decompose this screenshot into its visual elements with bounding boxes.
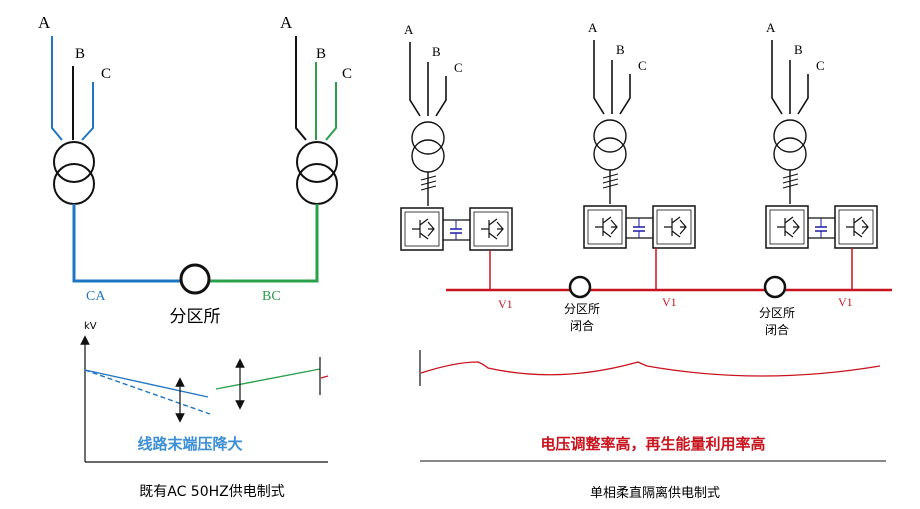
chart-y-unit: kV bbox=[84, 321, 97, 332]
left-transformer-1: A B C bbox=[38, 13, 180, 283]
u2-phase-b: B bbox=[616, 42, 625, 57]
right-substation-1: 分区所 闭合 bbox=[564, 275, 600, 333]
u3-phase-b: B bbox=[794, 42, 803, 57]
left-transformer-2: A B C bbox=[210, 13, 352, 283]
u1-phase-b: B bbox=[432, 44, 441, 59]
u3-phase-c: C bbox=[816, 58, 825, 73]
left-t1-phase-a: A bbox=[38, 13, 51, 32]
u2-v1-label: V1 bbox=[662, 295, 677, 309]
right-substation-2: 分区所 闭合 bbox=[759, 275, 795, 337]
right-unit-2: A B C V1 bbox=[583, 20, 696, 309]
u3-phase-a: A bbox=[766, 20, 776, 35]
sub1-line2: 闭合 bbox=[570, 318, 594, 333]
u1-v1-label: V1 bbox=[498, 297, 513, 311]
left-t2-phase-b: B bbox=[316, 46, 326, 62]
left-t2-phase-a: A bbox=[280, 13, 293, 32]
u1-phase-a: A bbox=[404, 22, 414, 37]
right-system: A B C V1 bbox=[400, 20, 892, 501]
left-voltage-chart: kV 线路末端压降大 bbox=[80, 321, 329, 463]
label-ca: CA bbox=[86, 289, 106, 304]
left-t1-phase-c: C bbox=[101, 66, 111, 82]
right-voltage-profile: 电压调整率高，再生能量利用率高 bbox=[419, 350, 886, 462]
chart-line-blue-dashed bbox=[84, 369, 211, 415]
sub1-line1: 分区所 bbox=[564, 302, 600, 316]
u1-phase-c: C bbox=[454, 60, 463, 75]
left-t2-phase-c: C bbox=[342, 66, 352, 82]
left-t1-phase-b: B bbox=[75, 46, 85, 62]
left-system: A B C A B C 分区所 CA BC kV bbox=[38, 13, 352, 500]
sub2-line2: 闭合 bbox=[765, 322, 789, 337]
u2-phase-c: C bbox=[638, 58, 647, 73]
label-bc: BC bbox=[262, 289, 281, 304]
chart-red-stub bbox=[320, 375, 329, 379]
right-caption: 单相柔直隔离供电制式 bbox=[590, 485, 720, 501]
left-substation-label: 分区所 bbox=[170, 307, 221, 327]
chart-line-blue bbox=[84, 369, 209, 398]
chart-note-left: 线路末端压降大 bbox=[137, 435, 242, 453]
sub2-line1: 分区所 bbox=[759, 306, 795, 320]
u2-phase-a: A bbox=[588, 20, 598, 35]
left-substation-node bbox=[179, 263, 211, 295]
left-caption: 既有AC 50HZ供电制式 bbox=[139, 484, 285, 500]
chart-line-green bbox=[215, 368, 321, 390]
right-note: 电压调整率高，再生能量利用率高 bbox=[540, 435, 765, 453]
right-unit-3: A B C V1 bbox=[765, 20, 878, 309]
right-unit-1: A B C V1 bbox=[400, 22, 513, 311]
u3-v1-label: V1 bbox=[838, 295, 853, 309]
